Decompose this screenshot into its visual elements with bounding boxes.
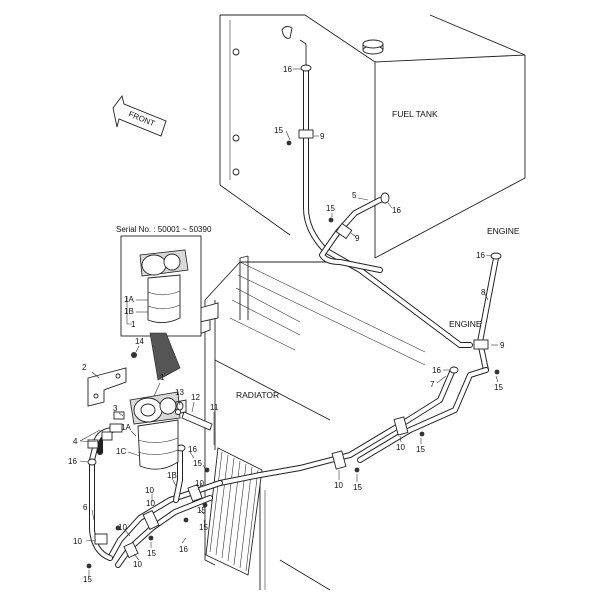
callout-15-b: 15 bbox=[353, 483, 362, 492]
callout-3: 3 bbox=[113, 404, 118, 413]
engine-label-mid: ENGINE bbox=[449, 319, 482, 329]
fuel-tank-label: FUEL TANK bbox=[392, 109, 438, 119]
callout-2: 2 bbox=[82, 363, 87, 372]
callout-16-lower: 16 bbox=[432, 366, 441, 375]
callout-10-e: 10 bbox=[118, 523, 127, 532]
callout-10-a: 10 bbox=[396, 443, 405, 452]
callout-16-f: 16 bbox=[179, 545, 188, 554]
inset-callout-1: 1 bbox=[131, 320, 136, 329]
front-arrow-icon bbox=[112, 94, 167, 137]
callout-5: 5 bbox=[352, 191, 357, 200]
callout-16-left: 16 bbox=[68, 457, 77, 466]
callout-12: 12 bbox=[191, 393, 200, 402]
callout-9-tank: 9 bbox=[320, 132, 325, 141]
engine-label-top: ENGINE bbox=[487, 226, 520, 236]
callout-15-d: 15 bbox=[199, 523, 208, 532]
callout-6: 6 bbox=[83, 503, 88, 512]
callout-7: 7 bbox=[430, 380, 435, 389]
callout-10-d: 10 bbox=[146, 499, 155, 508]
hose-clamps bbox=[87, 129, 489, 559]
callout-10-b: 10 bbox=[334, 481, 343, 490]
inset-callout-1a: 1A bbox=[124, 295, 134, 304]
callout-14: 14 bbox=[135, 337, 144, 346]
callout-15-mid: 15 bbox=[326, 204, 335, 213]
hose-rings bbox=[87, 64, 502, 466]
callout-8: 8 bbox=[481, 288, 486, 297]
callout-9-engine: 9 bbox=[500, 341, 505, 350]
callout-16-right: 16 bbox=[392, 206, 401, 215]
callout-16-center: 16 bbox=[188, 445, 197, 454]
callout-1b: 1B bbox=[167, 471, 177, 480]
callout-16-tank: 16 bbox=[283, 65, 292, 74]
callout-15-center: 15 bbox=[193, 459, 202, 468]
callout-4: 4 bbox=[73, 437, 78, 446]
serial-inset bbox=[120, 235, 202, 381]
callout-15-engine: 15 bbox=[494, 383, 503, 392]
serial-no-label: Serial No. : 50001 ~ 50390 bbox=[116, 225, 212, 234]
callout-16-engine: 16 bbox=[476, 251, 485, 260]
callout-11: 11 bbox=[210, 403, 219, 412]
radiator bbox=[191, 255, 426, 591]
bolts bbox=[86, 140, 500, 569]
callout-9-mid: 9 bbox=[355, 234, 360, 243]
callout-10-g: 10 bbox=[133, 560, 142, 569]
callout-1a: 1A bbox=[121, 423, 131, 432]
callout-10-c: 10 bbox=[145, 486, 154, 495]
callout-15-c: 15 bbox=[197, 506, 206, 515]
leader-lines bbox=[79, 68, 499, 576]
inset-callout-1b: 1B bbox=[124, 307, 134, 316]
callout-15-tank: 15 bbox=[274, 126, 283, 135]
callout-15-a: 15 bbox=[416, 445, 425, 454]
callout-15-f: 15 bbox=[83, 575, 92, 584]
fuel-filter bbox=[87, 367, 213, 470]
fuel-tank bbox=[219, 14, 526, 259]
callout-1: 1 bbox=[160, 373, 165, 382]
callout-13: 13 bbox=[175, 388, 184, 397]
callout-1c: 1C bbox=[116, 447, 126, 456]
callout-10-center: 10 bbox=[195, 479, 204, 488]
radiator-label: RADIATOR bbox=[236, 390, 279, 400]
callout-10-f: 10 bbox=[73, 537, 82, 546]
callout-15-e: 15 bbox=[147, 549, 156, 558]
